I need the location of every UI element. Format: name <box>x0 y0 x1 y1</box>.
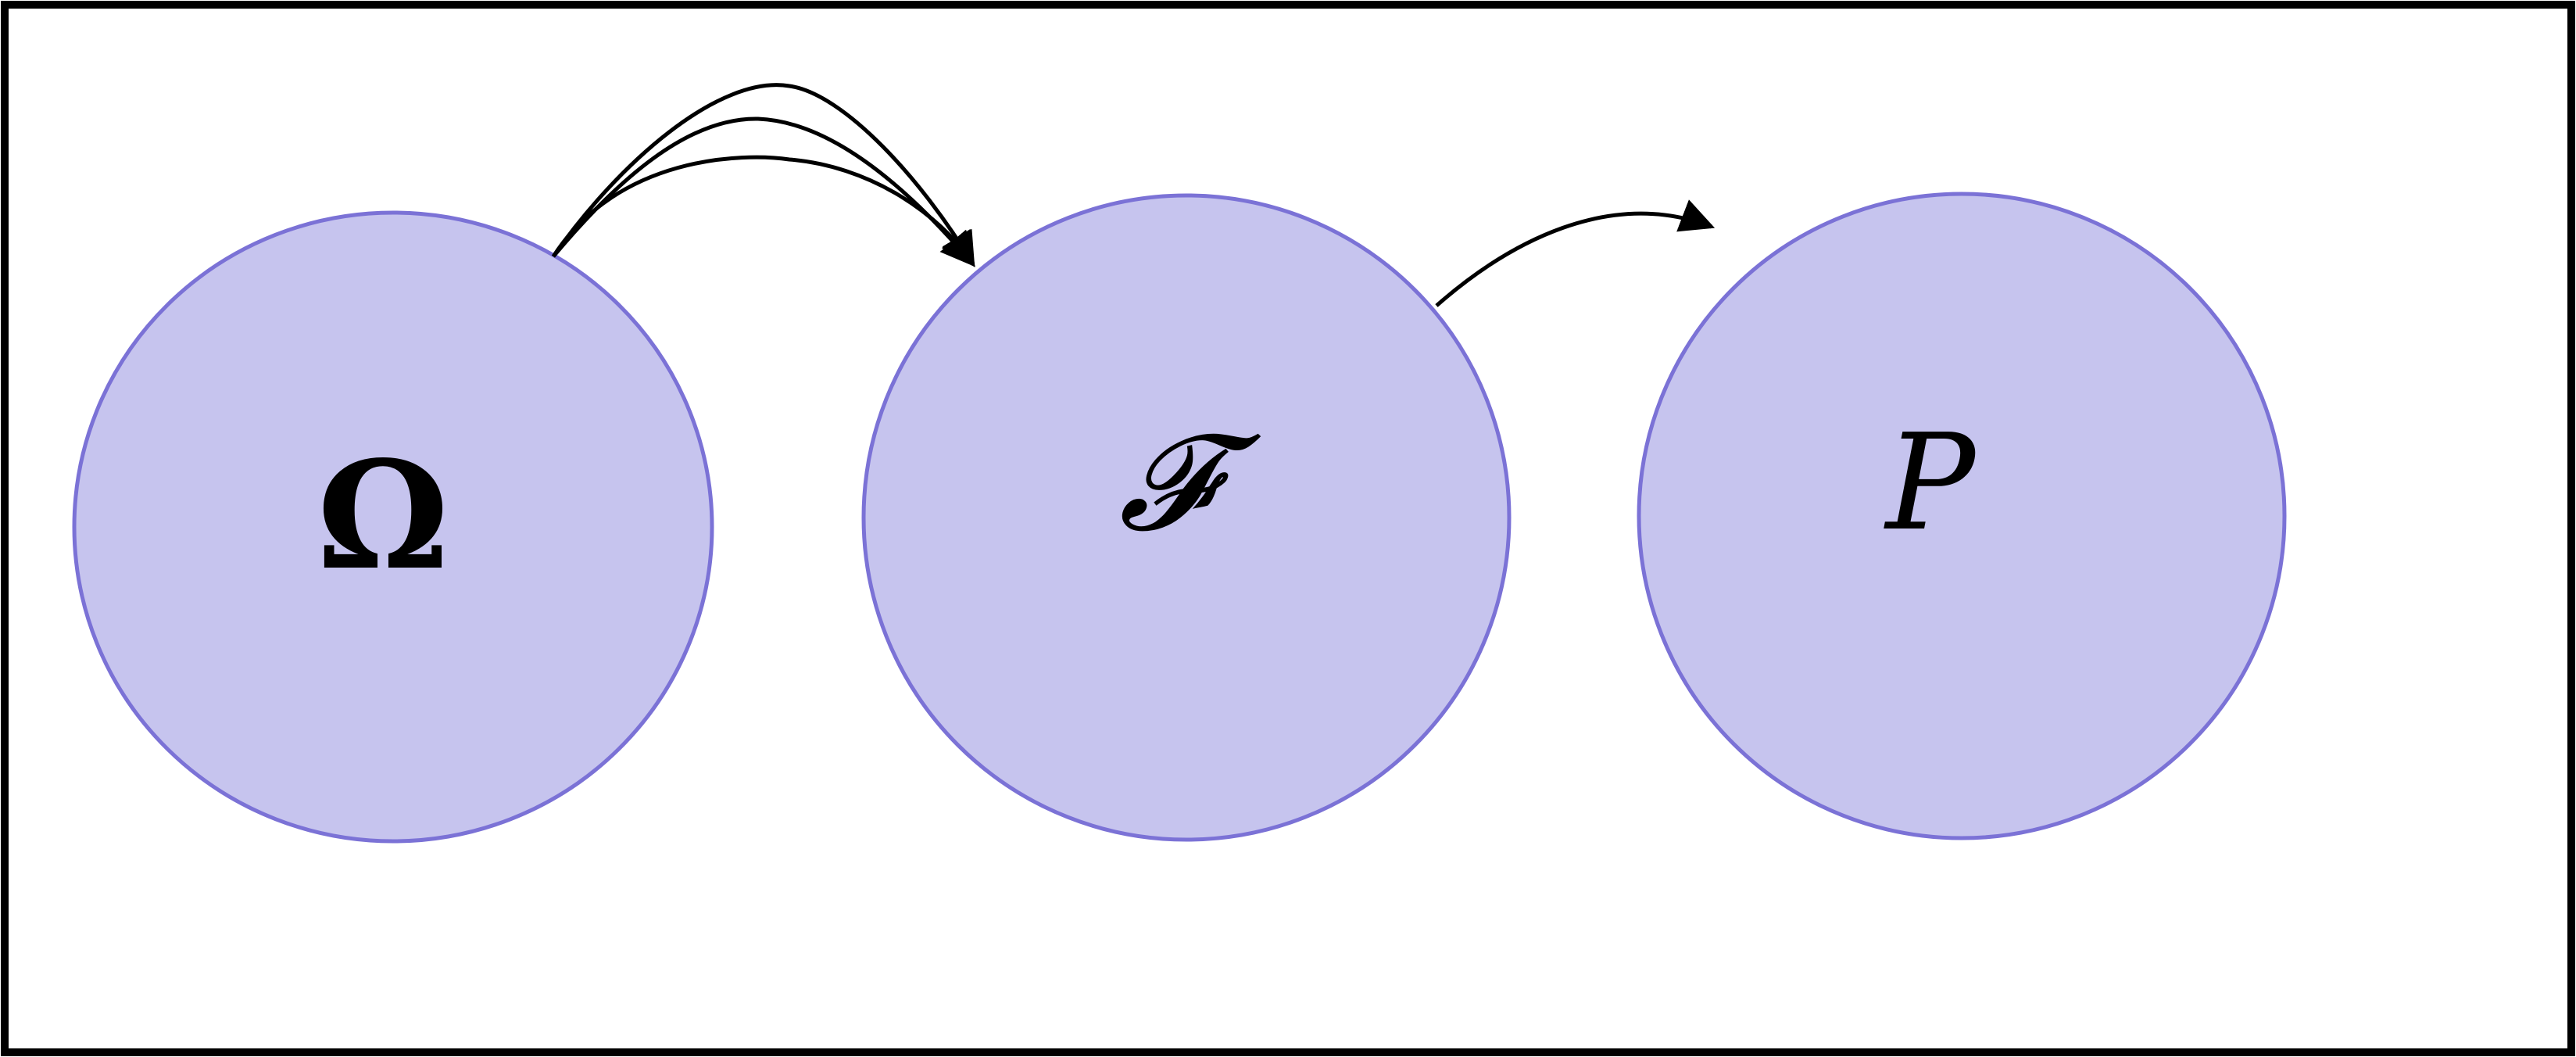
edge-omega-to-f-2 <box>552 116 975 267</box>
node-p-label: P <box>1884 406 1977 561</box>
edge-omega-to-f-1 <box>551 83 975 267</box>
edge-f-to-p <box>1435 199 1716 307</box>
node-omega: Ω <box>72 210 714 844</box>
edge-omega-to-f-3 <box>551 155 975 267</box>
edges <box>551 83 1716 307</box>
node-omega-label: Ω <box>317 428 449 603</box>
node-f-circle <box>861 193 1512 842</box>
node-p-circle <box>1637 192 2287 840</box>
node-omega-circle <box>72 210 714 844</box>
node-p: P <box>1637 192 2287 840</box>
node-f: 𝓕 <box>861 193 1512 842</box>
